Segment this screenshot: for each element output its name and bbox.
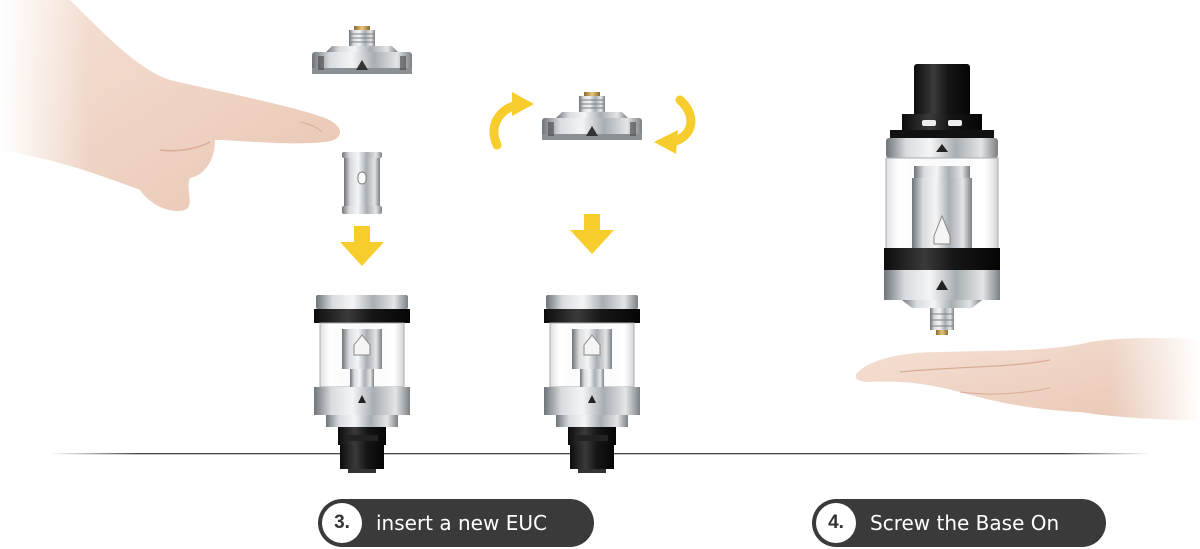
step-4-number: 4. [816,503,856,543]
assembled-tank [884,64,1000,335]
base-plate-rotating [541,91,643,141]
tank-middle [543,294,641,473]
step-4-text: Screw the Base On [870,511,1060,535]
base-plate-removed [311,25,413,75]
step-3-number: 3. [322,503,362,543]
step-3-text: insert a new EUC [376,511,547,535]
down-arrow-icon [340,226,384,266]
open-palm-hand [855,330,1200,430]
down-arrow-icon [570,214,614,254]
rotate-arrow-icon [654,95,696,154]
step-4-label: 4. Screw the Base On [812,499,1106,547]
rotate-arrow-icon [489,92,534,150]
euc-coil [342,152,382,214]
step-3-label: 3. insert a new EUC [318,499,594,547]
tank-step-3 [313,294,411,473]
pointing-hand [0,0,340,211]
